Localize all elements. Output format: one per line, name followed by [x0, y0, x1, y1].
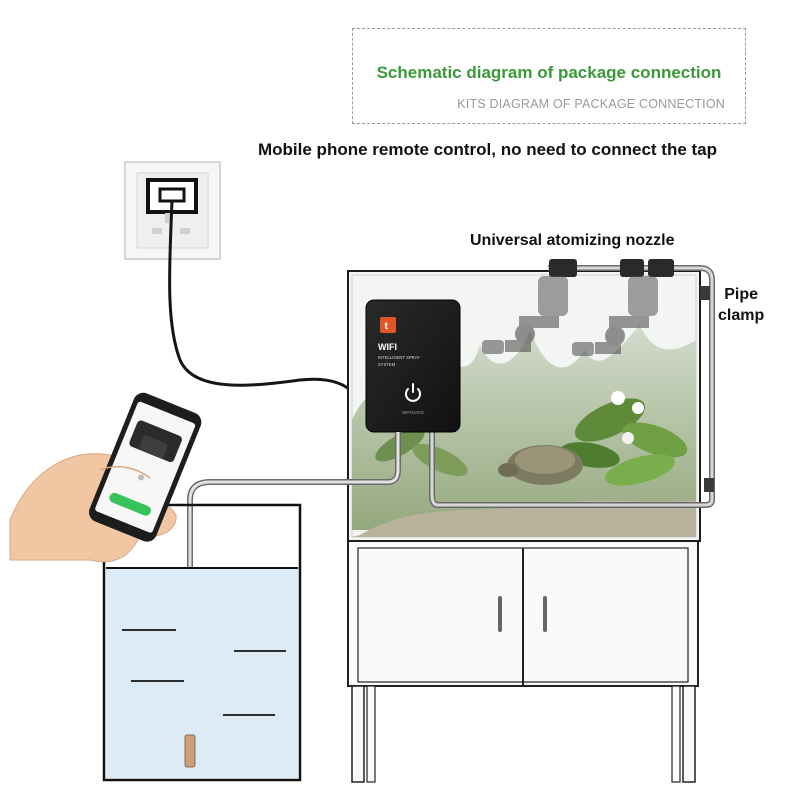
atomizing-nozzle-left	[482, 276, 568, 354]
title-box: Schematic diagram of package connection …	[352, 28, 746, 124]
atomizing-nozzle-right	[572, 276, 658, 356]
page-title: Schematic diagram of package connection	[376, 63, 722, 82]
device-line3: SYSTEM	[378, 362, 396, 367]
power-icon[interactable]	[405, 383, 421, 402]
nozzle-pipe	[429, 259, 715, 508]
device-footer: WIFIMAKE	[402, 410, 424, 415]
app-button[interactable]	[108, 491, 153, 517]
wall-socket	[124, 161, 221, 260]
caption-remote-control: Mobile phone remote control, no need to …	[258, 140, 718, 159]
water-bucket	[102, 503, 302, 782]
pipe-clamp	[700, 286, 710, 300]
svg-text:t: t	[385, 321, 389, 332]
inlet-tube	[187, 432, 401, 735]
wifi-spray-controller: t WIFI INTELLIGENT SPRAY SYSTEM WIFIMAKE	[365, 299, 461, 433]
caption-atomizing-nozzle: Universal atomizing nozzle	[470, 232, 675, 249]
caption-pipe-clamp: Pipe clamp	[718, 284, 764, 326]
device-brand: WIFI	[378, 342, 397, 352]
caption-pipe-clamp-line2: clamp	[718, 307, 765, 324]
device-line2: INTELLIGENT SPRAY	[378, 355, 420, 360]
cabinet	[347, 537, 699, 783]
brand-logo-icon	[380, 317, 396, 333]
caption-pipe-clamp-line1: Pipe	[724, 286, 759, 303]
hand-with-phone	[9, 390, 204, 563]
turtle	[498, 445, 583, 485]
smartphone[interactable]	[86, 390, 204, 545]
page-subtitle: KITS DIAGRAM OF PACKAGE CONNECTION	[457, 97, 725, 111]
filter-nozzle	[184, 734, 196, 768]
